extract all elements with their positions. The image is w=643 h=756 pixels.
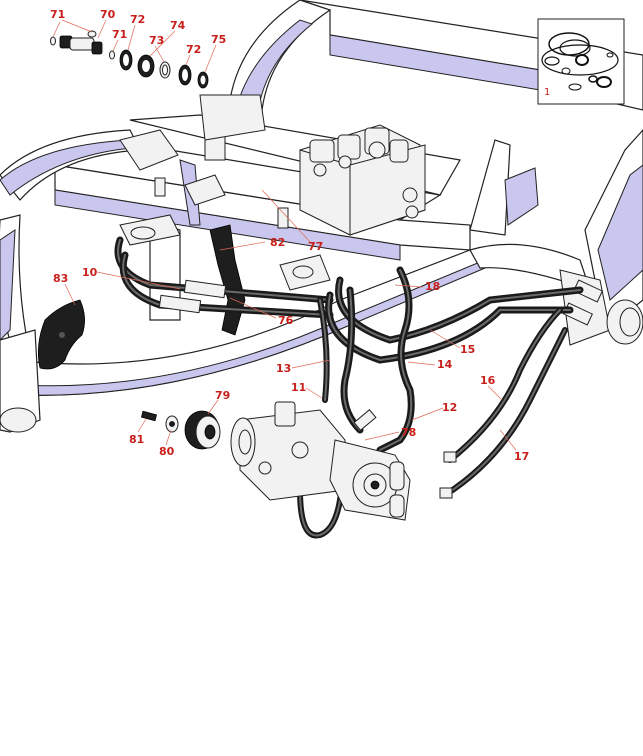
- callout-16: 16: [480, 374, 496, 387]
- mount-brackets: [119, 94, 331, 291]
- callout-74: 74: [170, 19, 186, 32]
- callout-81: 81: [129, 433, 144, 446]
- callout-77: 77: [308, 240, 323, 253]
- callout-12: 12: [442, 401, 457, 414]
- callout-18: 18: [425, 280, 440, 293]
- callout-17: 17: [514, 450, 529, 463]
- left-swept-frame: [0, 129, 591, 433]
- callout-1: 1: [544, 87, 550, 98]
- callout-71-b: 71: [112, 28, 127, 41]
- callout-79: 79: [215, 389, 230, 402]
- callout-14: 14: [437, 358, 453, 371]
- callout-labels: 71 70 72 71 74 73 72 75 1 82 77 83 10 18…: [50, 8, 550, 463]
- hydraulic-valve-block: [299, 124, 426, 236]
- callout-72-b: 72: [186, 43, 201, 56]
- callout-82: 82: [270, 236, 285, 249]
- seal-kit-inset: [537, 18, 625, 105]
- upper-rear-frame: [229, 0, 643, 113]
- leader-lines: [52, 19, 517, 451]
- hydraulic-hoses: [114, 236, 584, 539]
- part-83-plate: [37, 299, 85, 370]
- callout-76: 76: [278, 314, 294, 327]
- callout-78: 78: [401, 426, 416, 439]
- callout-11: 11: [291, 381, 306, 394]
- callout-15: 15: [460, 343, 475, 356]
- callout-71: 71: [50, 8, 65, 21]
- callout-73: 73: [149, 34, 164, 47]
- part-76-bracket: [209, 224, 246, 336]
- gear-washer-bolt: [140, 410, 221, 450]
- callout-72: 72: [130, 13, 145, 26]
- callout-80: 80: [159, 445, 175, 458]
- callout-83: 83: [53, 272, 68, 285]
- callout-10: 10: [82, 266, 98, 279]
- callout-70: 70: [100, 8, 116, 21]
- callout-75: 75: [211, 33, 226, 46]
- seal-parts-row: [50, 30, 209, 89]
- callout-13: 13: [276, 362, 291, 375]
- hydraulic-pump-assembly: [230, 401, 411, 521]
